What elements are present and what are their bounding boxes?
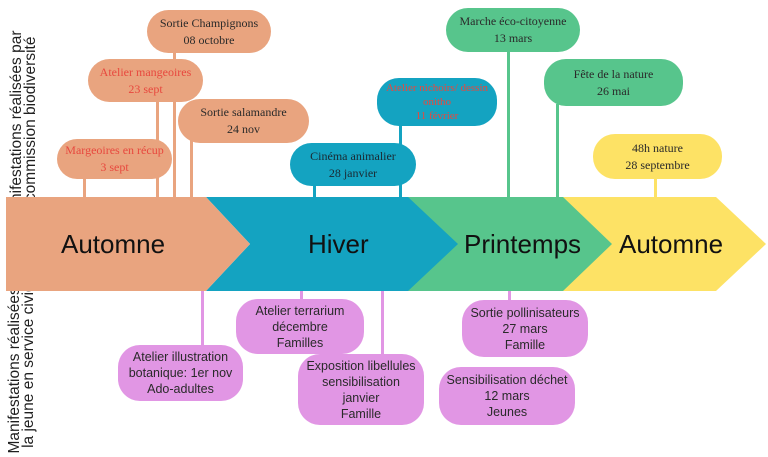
event-atelier-nichoirs: Atelier nichoirs/ dessin onitho 11 févri…	[377, 78, 497, 126]
event-atelier-terrarium: Atelier terrarium décembre Familles	[236, 299, 364, 354]
event-line: Exposition libellules	[306, 358, 416, 373]
event-line: sensibilisation	[322, 374, 400, 389]
event-line: Cinéma animalier	[310, 148, 396, 163]
event-marche-eco-citoyenne: Marche éco-citoyenne 13 mars	[446, 8, 580, 52]
event-line: 13 mars	[493, 31, 533, 45]
connector	[556, 104, 559, 197]
event-line: 24 nov	[227, 122, 260, 136]
event-atelier-mangeoires: Atelier mangeoires 23 sept	[88, 59, 203, 102]
event-sortie-pollinisateurs: Sortie pollinisateurs 27 mars Famille	[462, 300, 588, 357]
season-label-autumn-2: Automne	[619, 229, 724, 259]
event-line: Familles	[276, 335, 324, 350]
event-line: Atelier nichoirs/ dessin	[385, 82, 489, 94]
timeline-arrows	[6, 197, 766, 291]
connector	[654, 178, 657, 197]
event-line: 26 mai	[597, 83, 630, 98]
event-line: Famille	[340, 406, 382, 421]
arrow-autumn	[563, 197, 766, 291]
event-line: janvier	[342, 390, 380, 405]
event-line: Jeunes	[486, 405, 528, 419]
event-line: Famille	[504, 337, 546, 352]
event-line: 23 sept	[128, 81, 163, 96]
event-line: Margeoires en récup	[65, 143, 164, 157]
connector	[300, 291, 303, 301]
connector	[201, 291, 204, 348]
event-line: Marche éco-citoyenne	[459, 14, 567, 28]
event-line: Sortie Champignons	[159, 15, 259, 30]
season-label-spring: Printemps	[464, 229, 582, 259]
event-sortie-salamandre: Sortie salamandre 24 nov	[178, 99, 309, 143]
event-line: 11 février	[415, 110, 459, 122]
connector	[381, 291, 384, 357]
arrow-winter	[206, 197, 458, 291]
event-cinema-animalier: Cinéma animalier 28 janvier	[290, 143, 416, 186]
connector	[508, 291, 511, 303]
event-line: Sortie salamandre	[200, 105, 287, 119]
event-48h-nature: 48h nature 28 septembre	[593, 134, 722, 179]
event-line: 28 janvier	[328, 165, 378, 180]
event-line: Atelier illustration	[132, 350, 229, 364]
event-exposition-libellules: Exposition libellules sensibilisation ja…	[298, 354, 424, 425]
connector	[83, 172, 86, 197]
event-fete-de-la-nature: Fête de la nature 26 mai	[544, 59, 683, 106]
event-line: 12 mars	[484, 389, 530, 403]
season-label-winter: Hiver	[308, 229, 369, 259]
connector	[190, 138, 193, 197]
connector	[313, 183, 316, 197]
event-atelier-illustration: Atelier illustration botanique: 1er nov …	[118, 345, 243, 401]
event-line: botanique: 1er nov	[128, 366, 233, 380]
event-sensibilisation-dechet: Sensibilisation déchet 12 mars Jeunes	[439, 367, 575, 425]
event-line: Fête de la nature	[573, 66, 654, 81]
event-line: 48h nature	[632, 140, 683, 155]
event-line: onitho	[422, 96, 452, 108]
event-line: 3 sept	[100, 160, 129, 174]
event-line: Atelier terrarium	[255, 303, 345, 318]
event-margeoires-en-recup: Margeoires en récup 3 sept	[57, 139, 172, 179]
arrow-spring	[408, 197, 612, 291]
event-line: 27 mars	[502, 321, 548, 336]
timeline-diagram: Manifestations réalisées par la commissi…	[6, 8, 766, 454]
connector	[507, 50, 510, 197]
season-label-autumn: Automne	[61, 229, 166, 259]
event-sortie-champignons: Sortie Champignons 08 octobre	[147, 10, 271, 53]
event-line: Atelier mangeoires	[99, 64, 192, 79]
event-line: Ado-adultes	[147, 382, 214, 396]
event-line: 28 septembre	[625, 157, 690, 172]
arrow-autumn-first	[6, 197, 250, 291]
event-line: décembre	[272, 319, 328, 334]
connector	[173, 52, 176, 197]
event-line: Sortie pollinisateurs	[470, 305, 580, 320]
event-line: Sensibilisation déchet	[446, 373, 568, 387]
event-line: 08 octobre	[183, 32, 235, 47]
